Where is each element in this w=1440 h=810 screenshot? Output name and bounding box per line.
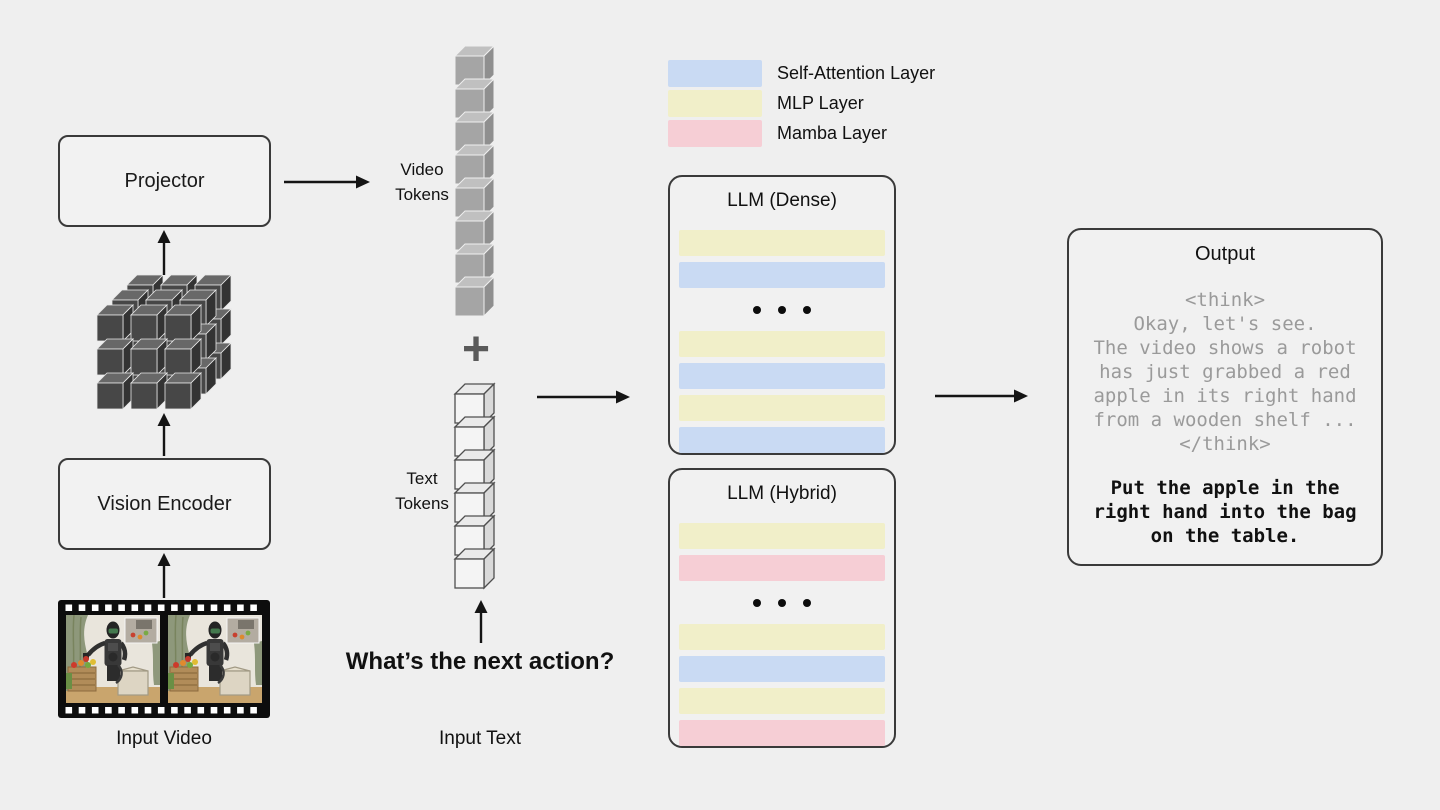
arrow-video-to-encoder — [157, 553, 171, 598]
llm-layer-bar-mlp — [679, 230, 885, 256]
dot-icon — [778, 598, 786, 607]
llm-ellipsis-dots — [679, 288, 885, 331]
video-token-cube — [453, 275, 496, 318]
dot-icon — [803, 598, 811, 607]
input-text-caption: Input Text — [438, 728, 522, 749]
llm-layer-bar-mlp — [679, 395, 885, 421]
tensor-cube — [164, 372, 202, 410]
arrow-projector-to-video-tokens — [284, 175, 370, 189]
video-tokens-label: Video Tokens — [395, 160, 449, 204]
dot-icon — [803, 305, 811, 314]
llm-dense-box: LLM (Dense) — [668, 175, 896, 455]
video-frame-2 — [168, 615, 262, 703]
text-token-cube — [453, 382, 496, 425]
llm-layer-bar-mlp — [679, 624, 885, 650]
vision-encoder-label: Vision Encoder — [97, 492, 232, 515]
output-box: Output <think> Okay, let's see. The vide… — [1067, 228, 1383, 566]
legend-row-mamba: Mamba Layer — [668, 120, 935, 147]
tensor-cube — [164, 304, 202, 342]
arrow-encoder-to-tensor — [157, 413, 171, 456]
llm-ellipsis-dots — [679, 581, 885, 624]
question-text: What’s the next action? — [345, 648, 615, 675]
tensor-cube — [130, 338, 168, 376]
output-think-text: <think> Okay, let's see. The video shows… — [1093, 289, 1357, 455]
dot-icon — [778, 305, 786, 314]
filmstrip-sprocket-holes — [65, 604, 257, 714]
feature-tensor-cubes-icon — [96, 274, 232, 410]
input-video-caption: Input Video — [116, 728, 212, 749]
llm-layer-bar-mlp — [679, 331, 885, 357]
llm-hybrid-box: LLM (Hybrid) — [668, 468, 896, 748]
llm-dense-layers — [679, 230, 885, 453]
mlp-swatch-icon — [668, 90, 762, 117]
llm-dense-title: LLM (Dense) — [727, 190, 837, 211]
text-tokens-label: Text Tokens — [395, 469, 449, 513]
tensor-cube — [130, 372, 168, 410]
legend-row-attention: Self-Attention Layer — [668, 60, 935, 87]
legend-label: MLP Layer — [777, 93, 864, 113]
plus-icon: + — [462, 323, 491, 376]
tensor-cube — [96, 372, 134, 410]
legend-row-mlp: MLP Layer — [668, 90, 935, 117]
llm-layer-bar-attention — [679, 363, 885, 389]
output-title: Output — [1194, 243, 1256, 265]
video-token-cube — [453, 242, 496, 285]
dot-icon — [753, 598, 761, 607]
arrow-question-to-text-tokens — [474, 600, 488, 643]
mamba-swatch-icon — [668, 120, 762, 147]
video-frame-1 — [66, 615, 160, 703]
llm-layer-bar-mamba — [679, 720, 885, 746]
text-token-cube — [453, 547, 496, 590]
tensor-cube — [130, 304, 168, 342]
layer-legend: Self-Attention Layer MLP Layer Mamba Lay… — [668, 60, 935, 147]
arrow-tensor-to-projector — [157, 230, 171, 275]
llm-hybrid-title: LLM (Hybrid) — [727, 483, 837, 504]
llm-layer-bar-attention — [679, 262, 885, 288]
llm-layer-bar-mamba — [679, 555, 885, 581]
video-token-cubes-icon — [453, 44, 496, 318]
arrow-tokens-to-llm — [537, 390, 630, 404]
text-token-cubes-icon — [453, 382, 496, 590]
dot-icon — [753, 305, 761, 314]
projector-box: Projector — [58, 135, 271, 227]
llm-hybrid-layers — [679, 523, 885, 746]
llm-layer-bar-mlp — [679, 523, 885, 549]
attention-swatch-icon — [668, 60, 762, 87]
output-answer-text: Put the apple in the right hand into the… — [1093, 477, 1357, 547]
tensor-cube — [96, 304, 134, 342]
tensor-cube — [96, 338, 134, 376]
legend-label: Self-Attention Layer — [777, 63, 936, 83]
arrow-llm-to-output — [935, 389, 1028, 403]
tensor-cube — [164, 338, 202, 376]
input-video-filmstrip — [58, 600, 270, 718]
llm-layer-bar-attention — [679, 656, 885, 682]
legend-label: Mamba Layer — [777, 123, 888, 143]
llm-layer-bar-attention — [679, 427, 885, 453]
llm-layer-bar-mlp — [679, 688, 885, 714]
projector-label: Projector — [124, 169, 205, 192]
vision-encoder-box: Vision Encoder — [58, 458, 271, 550]
